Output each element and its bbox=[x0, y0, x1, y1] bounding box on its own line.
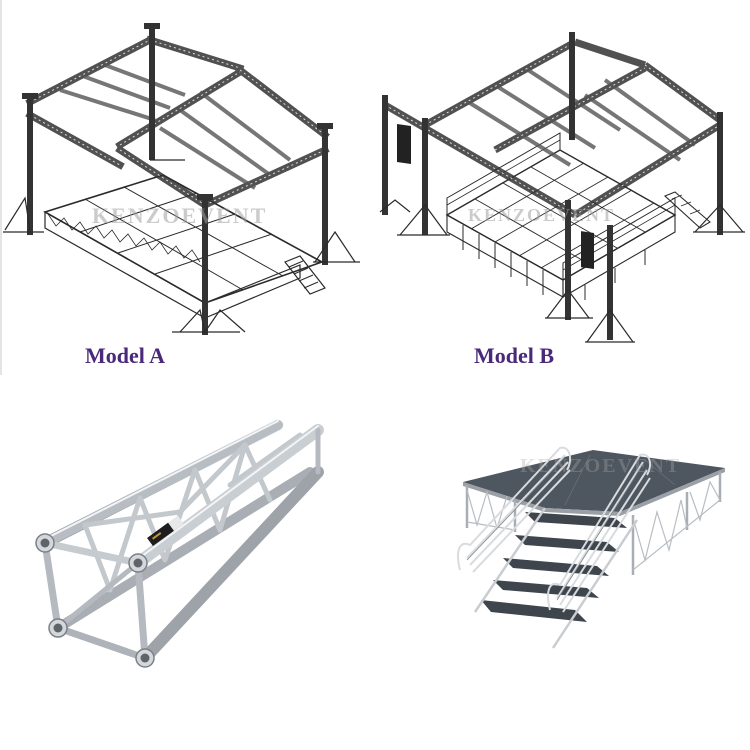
stage-with-stairs-illustration bbox=[457, 446, 725, 649]
model-b-drawing bbox=[379, 32, 745, 343]
box-truss-illustration bbox=[35, 419, 324, 668]
model-b-panel: KENZOEVENT Model B bbox=[375, 0, 750, 375]
model-b-caption: Model B bbox=[474, 343, 555, 368]
model-a-panel: KENZOEVENT Model A bbox=[0, 0, 375, 375]
watermark: KENZOEVENT bbox=[468, 205, 616, 225]
watermark: KENZOEVENT bbox=[92, 203, 268, 228]
model-a-caption: Model A bbox=[85, 343, 166, 368]
truss-photo-panel bbox=[0, 400, 375, 700]
model-a-drawing bbox=[3, 23, 360, 335]
watermark: KENZOEVENT bbox=[520, 455, 682, 477]
speaker-array-icon bbox=[397, 124, 411, 164]
stage-photo-panel: KENZOEVENT bbox=[375, 400, 750, 700]
image-left-border bbox=[0, 0, 2, 375]
